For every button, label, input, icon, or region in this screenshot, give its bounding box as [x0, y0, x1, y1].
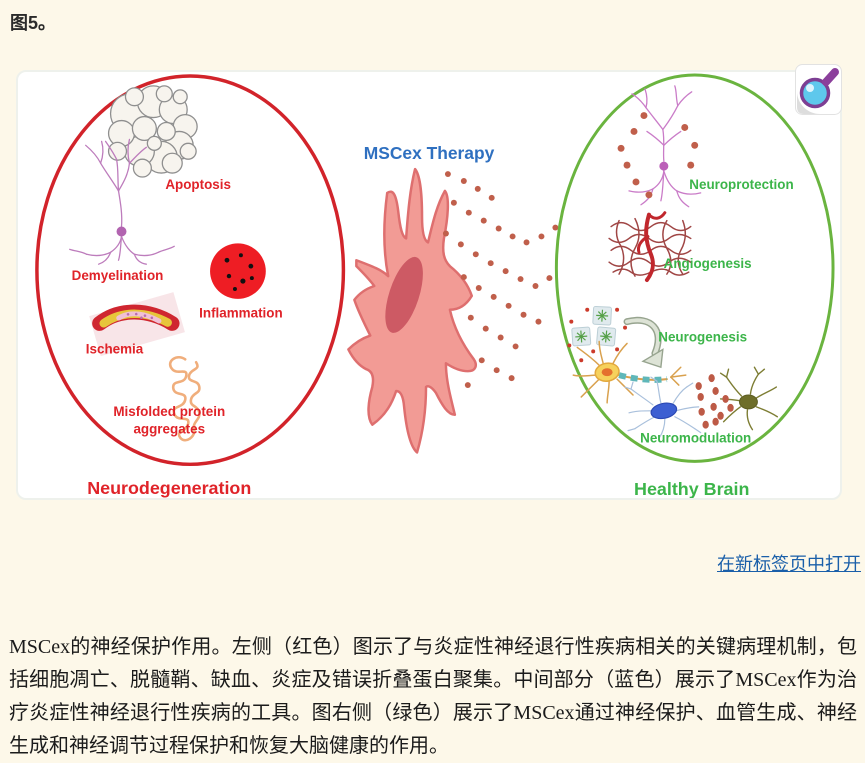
neurogenesis-label: Neurogenesis [658, 329, 747, 344]
exosome-dots [442, 171, 559, 389]
angiogenesis-illustration [608, 211, 692, 283]
demyelination-illustration [69, 138, 175, 265]
mscex-therapy-title: MSCex Therapy [364, 143, 495, 163]
figure-number-label: 图5。 [10, 13, 57, 33]
ischemia-label: Ischemia [86, 341, 144, 356]
neuromodulation-label: Neuromodulation [640, 431, 751, 446]
inflammation-label: Inflammation [199, 306, 283, 321]
zoom-image-button[interactable] [795, 64, 842, 115]
figure-caption: MSCex的神经保护作用。左侧（红色）图示了与炎症性神经退行性疾病相关的关键病理… [9, 636, 857, 757]
healthy-brain-ellipse [554, 73, 835, 463]
neurodegeneration-title: Neurodegeneration [87, 478, 251, 498]
young-neuron [572, 340, 687, 404]
neuromodulation-illustration [624, 366, 779, 440]
misfolded-protein-label-line2: aggregates [133, 422, 205, 437]
angiogenesis-label: Angiogenesis [664, 256, 752, 271]
neuroprotection-label: Neuroprotection [689, 177, 793, 192]
figure-image: Apoptosis Demyelination Inflammatio [16, 64, 842, 500]
astrocyte [624, 376, 702, 440]
open-in-new-tab-link[interactable]: 在新标签页中打开 [717, 554, 861, 574]
magnifier-icon [795, 64, 842, 115]
demyelination-label: Demyelination [72, 268, 164, 283]
apoptosis-label: Apoptosis [165, 177, 231, 192]
misfolded-protein-label-line1: Misfolded protein [113, 404, 225, 419]
inflammation-illustration [210, 243, 266, 299]
vesicle-dots [695, 374, 734, 429]
healthy-brain-title: Healthy Brain [634, 479, 749, 498]
differentiation-arrow [623, 316, 664, 369]
msc-cell-illustration [347, 167, 477, 454]
neurogenesis-illustration [567, 305, 687, 404]
stem-cell-squares [567, 305, 628, 363]
ischemia-illustration [89, 292, 185, 357]
neurodegeneration-ellipse [35, 74, 346, 467]
neuroprotection-illustration [617, 85, 702, 208]
microglia [719, 366, 779, 431]
apoptosis-illustration [107, 85, 198, 178]
misfolded-protein-illustration [168, 355, 201, 442]
figure-canvas: Apoptosis Demyelination Inflammatio [35, 73, 835, 498]
